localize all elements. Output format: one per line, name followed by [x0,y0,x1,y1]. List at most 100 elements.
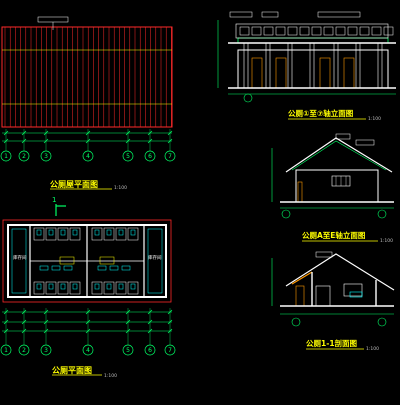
toilet-fixture [130,283,136,290]
toilet-stall [115,281,127,295]
stalls-bottom [33,281,139,295]
toilet-stall [115,227,127,241]
section-sink [349,291,363,298]
front-clerestory-window [359,26,370,36]
front-note-1 [229,11,253,18]
front-clerestory-window [251,26,262,36]
side-elevation-scale: 1:100 [380,238,393,244]
front-clerestory-window [239,26,250,36]
right-store-room [147,228,163,294]
toilet-fixture [60,283,66,290]
toilet-stall [127,281,139,295]
toilet-stall [57,227,69,241]
axis-bubble [40,150,52,162]
section-axis-bubble-right [377,317,387,327]
floor-level-tag [59,256,75,265]
front-clerestory-window [323,26,334,36]
roof-ribs [4,27,172,127]
toilet-fixture [118,229,124,236]
toilet-stall [33,281,45,295]
section-window [343,283,363,297]
front-parapet [235,23,389,39]
axis-label: 3 [44,347,48,354]
front-elevation-scale: 1:100 [368,116,381,122]
toilet-fixture [60,229,66,236]
side-elevation-title: 公厕A至E轴立面图 [302,230,366,240]
front-clerestory-window [263,26,274,36]
left-store-label: 库存间 [13,254,27,261]
side-roof-fascia [291,140,387,171]
sink [51,265,61,271]
toilet-fixture [72,283,78,290]
axis-bubble [18,344,30,356]
toilet-stall [33,227,45,241]
front-elevation-title: 公厕①至⑦轴立面图 [288,108,354,118]
toilet-stall [91,227,103,241]
axis-bubble [0,150,12,162]
front-clerestory-window [347,26,358,36]
toilet-stall [45,227,57,241]
floor-roof-overhang [2,219,172,303]
axis-bubble [40,344,52,356]
front-clerestory-window [311,26,322,36]
axis-label: 1 [4,347,8,354]
toilet-fixture [48,283,54,290]
toilet-stall [103,281,115,295]
front-clerestory-window [299,26,310,36]
axis-label: 6 [148,153,152,160]
axis-label: 6 [148,347,152,354]
axis-label: 2 [22,347,26,354]
toilet-stall [69,227,81,241]
section-title: 公厕1-1剖面图 [306,338,358,348]
sinks [39,265,131,271]
toilet-fixture [130,229,136,236]
section-scale: 1:100 [366,346,379,352]
axis-label: 1 [4,153,8,160]
section-axis-bubble-left [291,317,301,327]
axis-bubble [144,344,156,356]
stalls-top [33,227,139,241]
floor-plan-scale: 1:100 [104,373,117,379]
axis-label: 5 [126,347,130,354]
section-roof [285,253,395,291]
toilet-stall [103,227,115,241]
front-clerestory-window [287,26,298,36]
front-clerestory-window [371,26,382,36]
section-view: 公厕1-1剖面图 1:100 [271,251,395,352]
front-axis-bubble [243,93,253,103]
axis-bubble [0,344,12,356]
axis-label: 4 [86,153,90,160]
section-note [315,251,333,258]
axis-label: 4 [86,347,90,354]
sink [39,265,49,271]
axis-bubble [164,344,176,356]
toilet-stall [45,281,57,295]
front-elevation: 公厕①至⑦轴立面图 1:100 [217,11,396,122]
side-axis-bubble-right [377,209,387,219]
toilet-fixture [36,283,42,290]
front-clerestory-window [275,26,286,36]
axis-bubble [122,150,134,162]
front-note-2 [261,11,279,18]
left-store-room [11,228,27,294]
axis-label: 2 [22,153,26,160]
axis-bubble [122,344,134,356]
axis-bubble [144,150,156,162]
axis-bubble [164,150,176,162]
toilet-fixture [48,229,54,236]
axis-label: 7 [168,153,172,160]
toilet-fixture [36,229,42,236]
axis-label: 3 [44,153,48,160]
axis-bubble [82,344,94,356]
front-clerestory-window [383,26,394,36]
toilet-stall [69,281,81,295]
front-clerestory-window [335,26,346,36]
side-note-1 [335,133,351,140]
section-mark: 1 [52,196,56,204]
